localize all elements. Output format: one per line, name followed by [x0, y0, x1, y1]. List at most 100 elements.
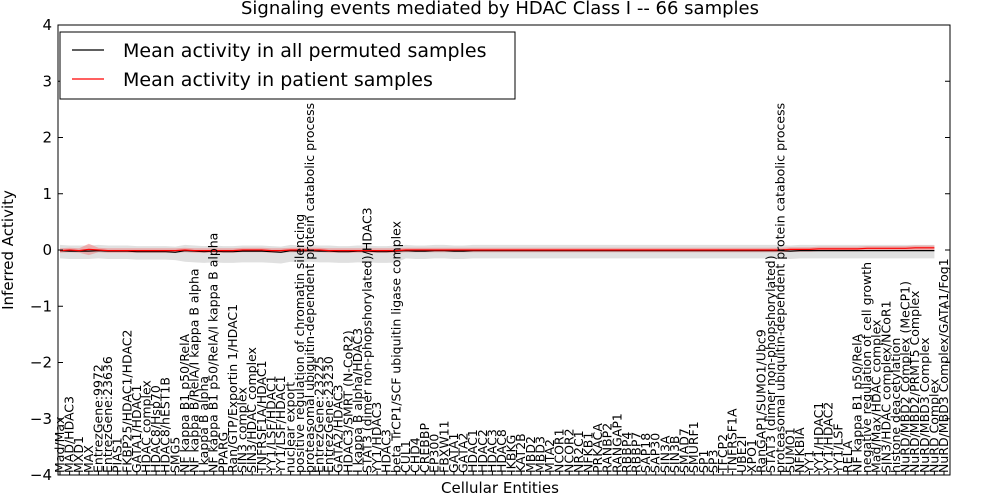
- x-tick-label: SIN3/HDAC complex: [244, 347, 259, 473]
- x-tick-label: IKBKG: [504, 435, 519, 473]
- plot-frame: [57, 24, 951, 476]
- x-tick-label: RANBP2: [600, 423, 615, 473]
- x-tick-label: GATA1: [446, 433, 461, 473]
- x-tick-label: YY1: [802, 450, 817, 474]
- legend-label-permuted: Mean activity in all permuted samples: [123, 40, 486, 62]
- x-tick-label: NCOR1: [552, 428, 567, 473]
- x-tick-label: YY1/HDAC1: [811, 402, 826, 474]
- x-tick-label: XPO1: [744, 439, 759, 473]
- x-tick-label: RANGAP1: [609, 413, 624, 473]
- x-tick-label: NF kappa B1 p50/RelA: [850, 333, 865, 473]
- x-tick-label: UBE2I: [734, 436, 749, 473]
- x-tick-label: HDAC8: [494, 429, 509, 473]
- x-tick-label: HDAC8/Hsp70: [148, 385, 163, 473]
- x-tick-label: CHD4: [408, 437, 423, 473]
- x-tick-label: SMURF1: [686, 421, 701, 473]
- x-tick-label: HDAC3: [484, 429, 499, 473]
- x-tick-label: YY1/LSF/HDAC1: [273, 375, 288, 474]
- y-tick-label: 1: [42, 185, 52, 203]
- x-tick-label: YY1/HDAC2: [821, 402, 836, 474]
- x-tick-label: MTA2: [542, 439, 557, 473]
- x-tick-label: Mad/Max/HDAC complex: [869, 320, 884, 473]
- x-tick-label: NuRD/MBD3 Complex: [917, 337, 932, 473]
- x-tick-label: EntrezGene:9972: [90, 364, 105, 473]
- confidence-bands: [60, 243, 935, 264]
- x-tick-label: NFKBIA: [792, 427, 807, 473]
- y-tick-label: 3: [42, 72, 52, 90]
- x-tick-label: HDAC2: [475, 429, 490, 473]
- x-tick-label: GATA2: [456, 433, 471, 473]
- x-tick-label: HDAC3: [379, 429, 394, 473]
- x-tick-label: TFCP2: [715, 434, 730, 474]
- x-tick-label: SIN3/HDAC complex/NCoR1: [878, 300, 893, 473]
- x-tick-label: NFKB1: [581, 432, 596, 473]
- x-tick-label: NF kappa B1 p50/RelA: [177, 333, 192, 473]
- x-tick-label: positive regulation of chromatin silenci…: [292, 214, 307, 473]
- x-tick-label: negative regulation of cell growth: [859, 262, 874, 473]
- x-tick-label: SUMO1: [782, 427, 797, 473]
- x-tick-label: NR2C1: [571, 430, 586, 473]
- x-tick-label: I kappa B alpha: [196, 376, 211, 473]
- x-tick-label: HDAC3/SMRT (N-CoR2): [340, 330, 355, 473]
- x-tick-label: SIN3B: [667, 436, 682, 474]
- x-tick-label: TNFRSF1A/HDAC1: [254, 360, 269, 474]
- x-tick-label: GATA2/HDAC3: [331, 385, 346, 473]
- y-tick-label: −3: [30, 410, 52, 428]
- x-tick-label: histone deacetylation: [888, 338, 903, 473]
- x-tick-label: TNFRSF1A: [725, 408, 740, 474]
- chart-title: Signaling events mediated by HDAC Class …: [241, 0, 759, 19]
- x-tick-label: SMG5: [167, 437, 182, 473]
- x-tick-label: CUL1: [398, 440, 413, 473]
- x-tick-label: FBXW11: [436, 420, 451, 473]
- x-tick-label: FKBP25/HDAC1/HDAC2: [119, 330, 134, 473]
- x-tick-label: EntrezGene:23636: [100, 356, 115, 473]
- x-tick-label: SIN3 complex: [235, 387, 250, 473]
- series-lines: [59, 247, 935, 253]
- y-tick-label: −2: [30, 354, 52, 372]
- x-tick-label: proteasomal ubiquitin-dependent protein …: [773, 103, 788, 473]
- x-tick-label: EntrezGene:23225: [311, 356, 326, 473]
- x-tick-label: HDAC8/hEST1B: [158, 377, 173, 473]
- x-tick-label: RBBP7: [629, 432, 644, 473]
- y-axis-label: Inferred Activity: [0, 190, 17, 310]
- y-tick-label: 0: [42, 241, 52, 259]
- x-tick-label: I kappa B alpha/HDAC3: [350, 328, 365, 473]
- x-tick-label: beta TrCP1/SCF ubiquitin ligase complex: [388, 221, 403, 473]
- y-tick-label: 4: [42, 16, 52, 34]
- x-tick-label: NuRD/MBD3 Complex/GATA1/Fog1: [936, 258, 951, 473]
- x-tick-label: PRKACA: [590, 423, 605, 473]
- x-tick-label: PIAS1: [110, 437, 125, 473]
- x-tick-label: SIN3A: [657, 435, 672, 473]
- series-line-patient: [59, 247, 935, 252]
- x-tick-label: PPARG: [215, 432, 230, 473]
- x-tick-label: STAT3 (dimer non-phopshorylated): [763, 255, 778, 473]
- x-tick-label: RELA: [840, 440, 855, 473]
- x-tick-label: MBD3: [532, 436, 547, 473]
- x-tick-label: MXD1: [71, 436, 86, 473]
- x-tick-label: HDAC complex: [139, 380, 154, 473]
- x-tick-label: proteasomal ubiquitin-dependent protein …: [302, 103, 317, 473]
- x-tick-label: SP1: [696, 450, 711, 473]
- y-tick-label: 2: [42, 129, 52, 147]
- x-tick-label: nuclear export: [283, 382, 298, 473]
- x-tick-label: Ran/GTP/Exportin 1/HDAC1: [225, 304, 240, 473]
- legend-label-patient: Mean activity in patient samples: [123, 69, 433, 91]
- x-tick-label: NCOR2: [561, 428, 576, 473]
- x-tick-label: RanGAP1/SUMO1/Ubc9: [753, 329, 768, 473]
- x-tick-label: HDAC1: [465, 429, 480, 473]
- x-tick-label: MAD/HDAC3: [62, 396, 77, 473]
- x-tick-label: KAT2B: [513, 433, 528, 473]
- x-tick-label: YY1/HDAC3: [369, 402, 384, 474]
- x-tick-label: SAP30: [648, 433, 663, 473]
- x-tick-label: SMAD7: [677, 428, 692, 473]
- x-tick-label: NuRD/MBD2/PRMT5 Complex: [907, 291, 922, 473]
- x-tick-label: SP3: [705, 450, 720, 473]
- x-tick-label: MAX: [81, 445, 96, 473]
- x-tick-label: CREBBP: [417, 423, 432, 473]
- legend-box: [59, 31, 516, 100]
- x-tick-label: STAT3 (dimer non-phopshorylated)/HDAC3: [360, 207, 375, 473]
- x-tick-label: EP300: [427, 434, 442, 473]
- x-tick-label: NuRD/MBD2 Complex (MeCP1): [898, 281, 913, 473]
- x-tick-label: MBD2: [523, 436, 538, 473]
